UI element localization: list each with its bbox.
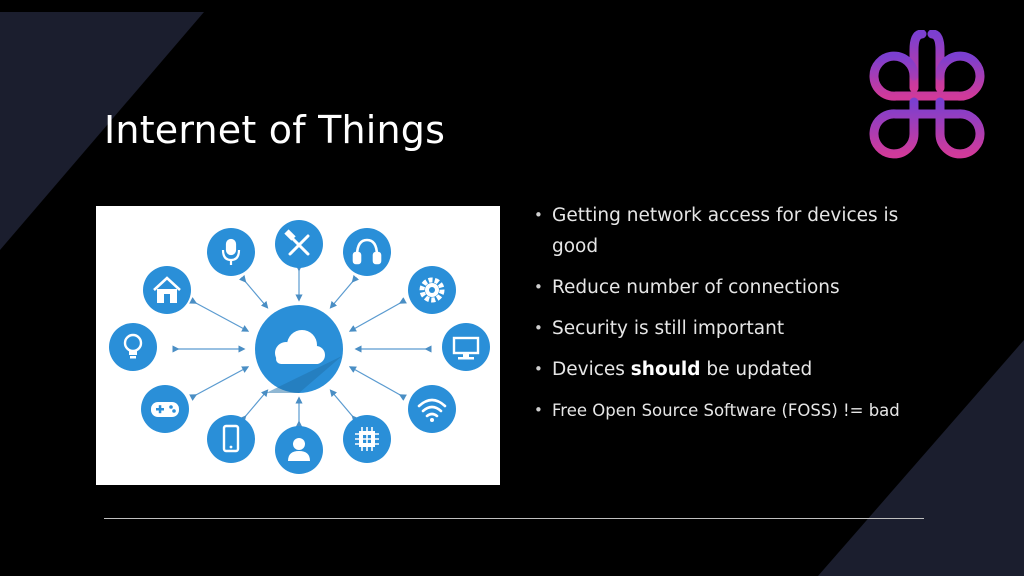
- bullet-item: Reduce number of connections: [530, 272, 930, 303]
- headphones-icon: [352, 238, 382, 265]
- center-node: [255, 305, 343, 393]
- bullet-item: Free Open Source Software (FOSS) != bad: [530, 395, 930, 426]
- bullet-list: Getting network access for devices is go…: [530, 200, 930, 436]
- chip-icon: [355, 427, 379, 451]
- slide-title: Internet of Things: [104, 108, 446, 152]
- iot-diagram: [96, 206, 500, 485]
- tools-icon: [284, 229, 310, 256]
- gamepad-icon: [151, 402, 179, 417]
- emphasis-text: should: [630, 359, 701, 380]
- wifi-icon: [417, 398, 447, 422]
- bullet-item: Devices should be updated: [530, 354, 930, 385]
- gear-icon: [419, 277, 445, 303]
- home-icon: [153, 276, 181, 303]
- smartphone-icon: [222, 424, 240, 453]
- bullet-item: Getting network access for devices is go…: [530, 200, 930, 262]
- bullet-item: Security is still important: [530, 313, 930, 344]
- user-icon: [288, 438, 310, 461]
- cloud-icon: [275, 330, 325, 364]
- footer-divider: [104, 518, 924, 519]
- lightbulb-icon: [123, 333, 143, 359]
- monitor-icon: [452, 336, 480, 360]
- microphone-icon: [221, 238, 241, 265]
- brand-logo: [869, 30, 985, 159]
